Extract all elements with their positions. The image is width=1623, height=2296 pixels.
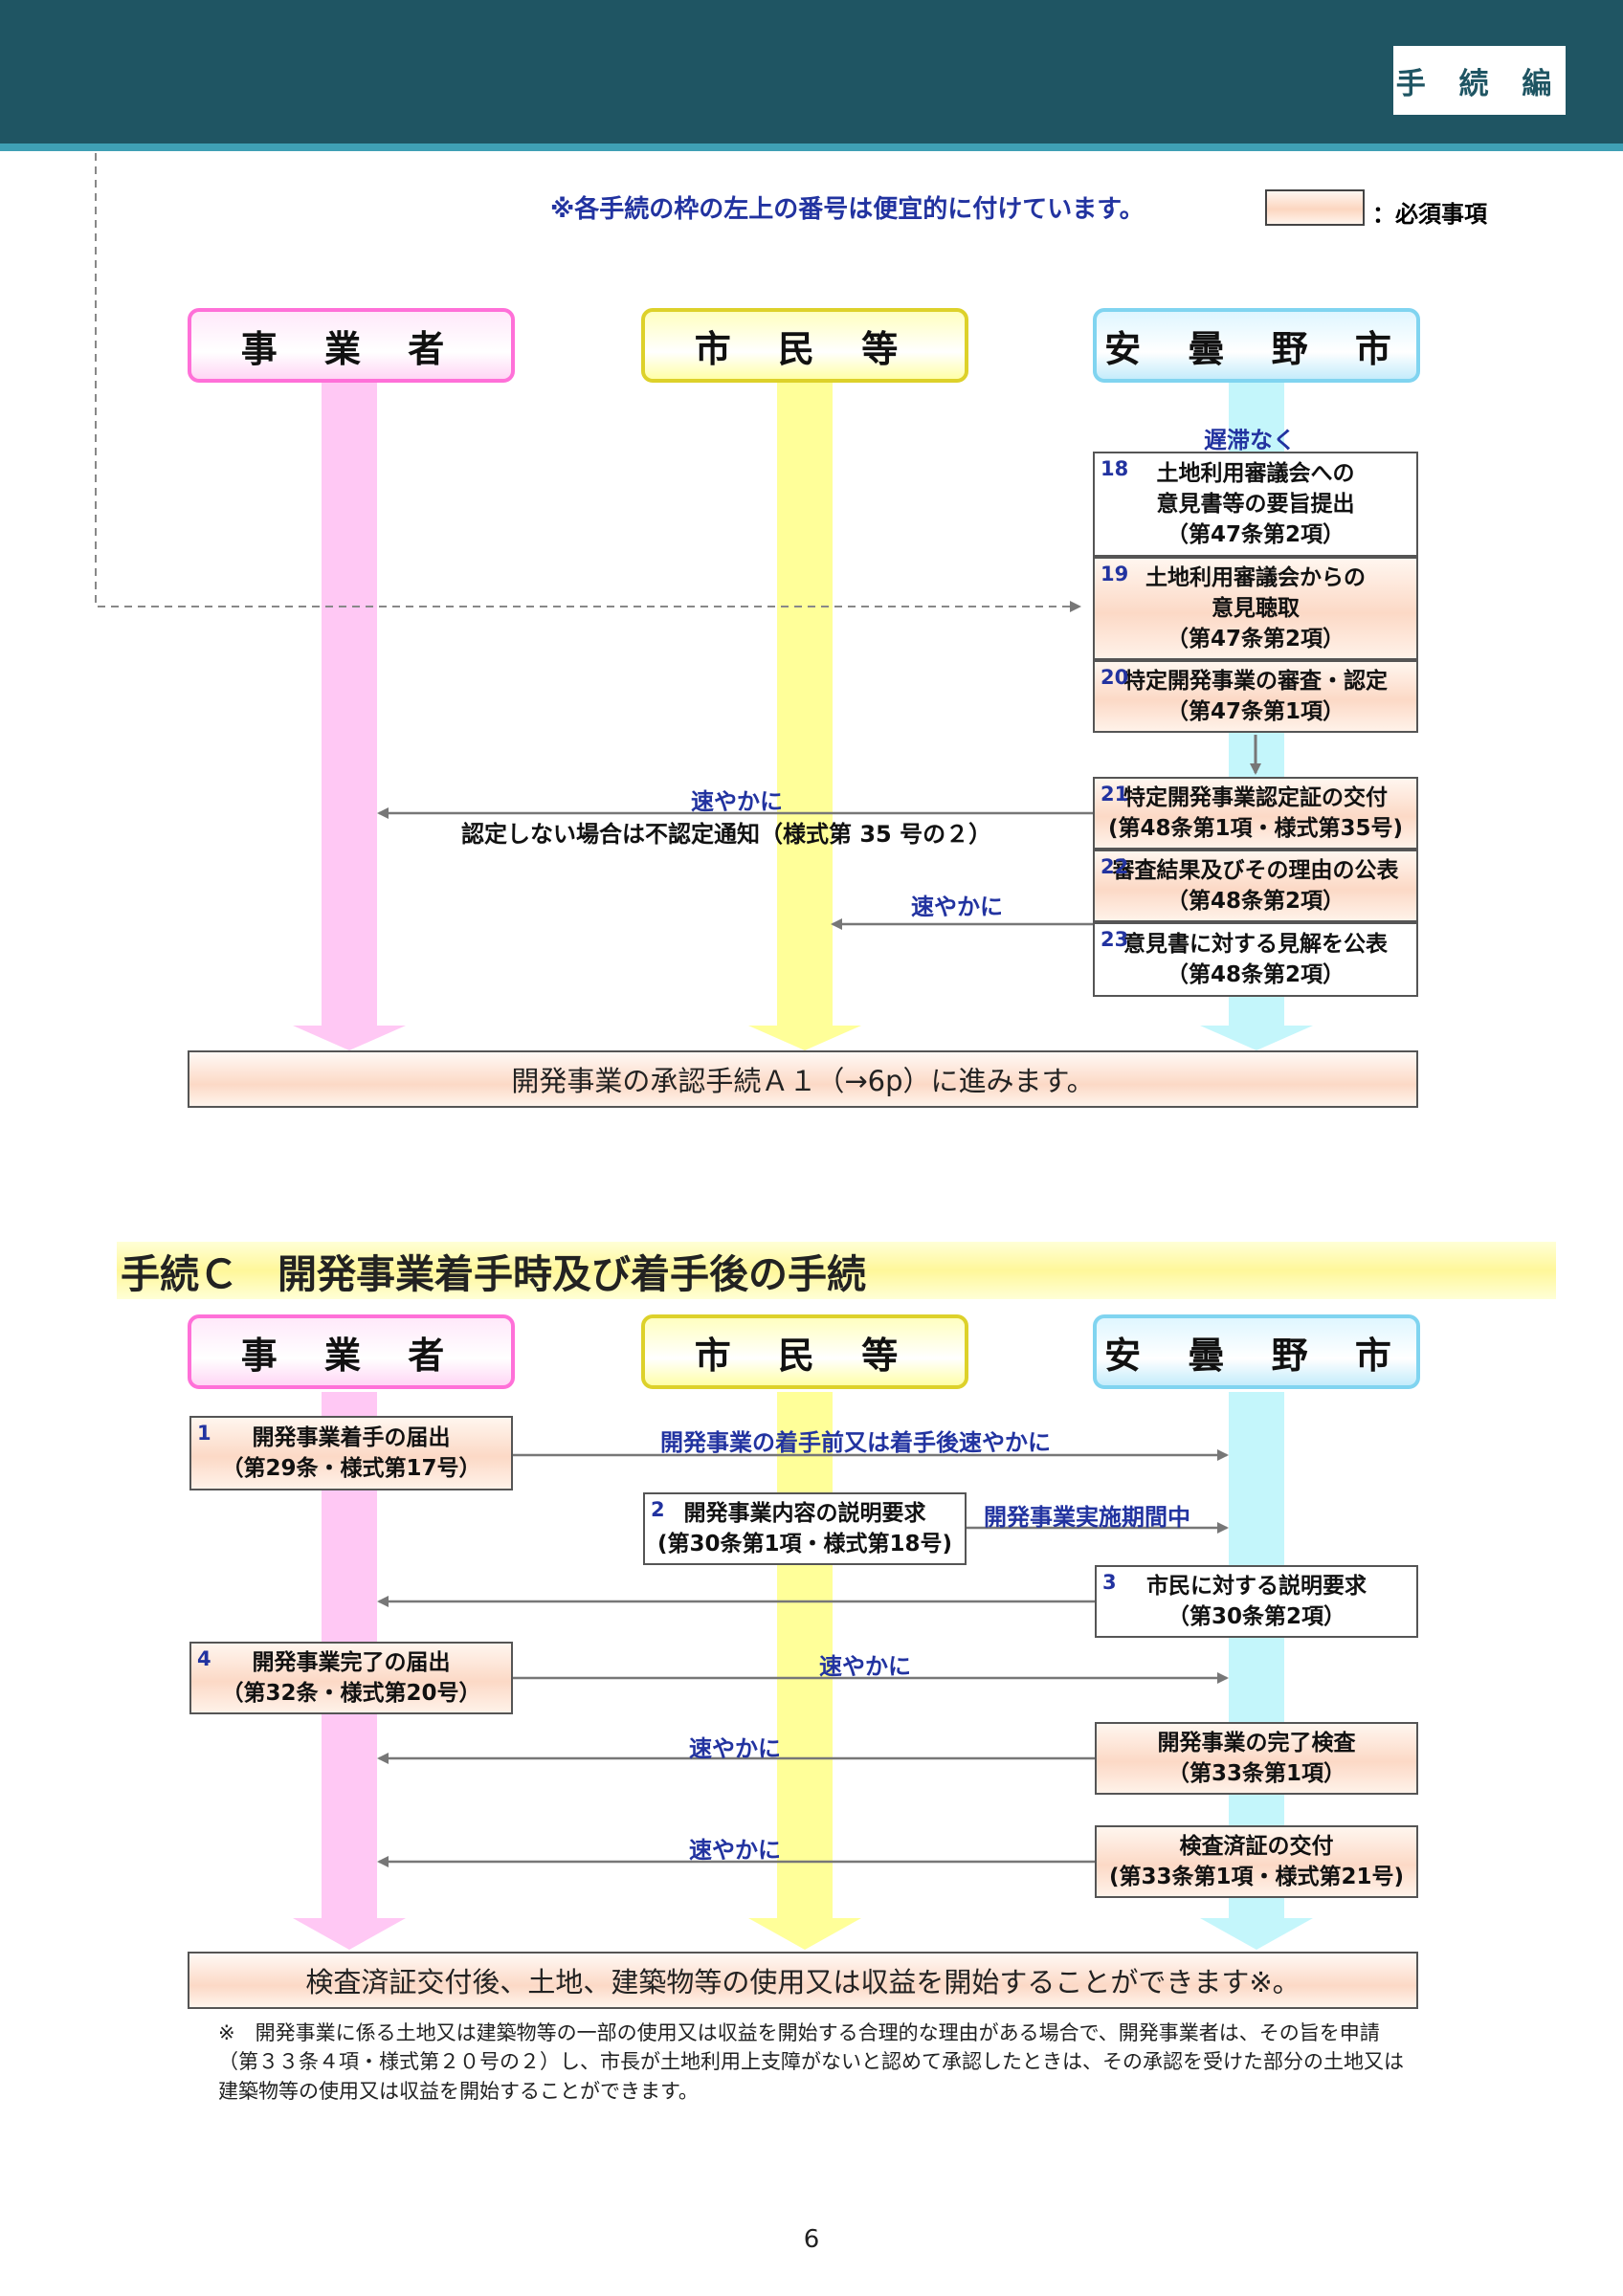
step-number: 21	[1101, 783, 1129, 806]
step-box-20: 20 特定開発事業の審査・認定 （第47条第1項）	[1093, 660, 1418, 733]
step-line: （第47条第1項）	[1166, 699, 1345, 724]
label-promptly-2: 速やかに	[911, 894, 1003, 920]
step-line: （第29条・様式第17号）	[221, 1456, 481, 1481]
label-before-after-start: 開発事業の着手前又は着手後速やかに	[660, 1429, 1051, 1456]
numbering-note: ※各手続の枠の左上の番号は便宜的に付けています。	[550, 195, 1145, 224]
step-line: （第33条第1項）	[1167, 1761, 1345, 1786]
step-number: 19	[1101, 563, 1129, 585]
step-number: 1	[197, 1422, 211, 1445]
step-box-c2: 2 開発事業内容の説明要求 (第30条第1項・様式第18号)	[643, 1492, 967, 1565]
step-number: 22	[1101, 855, 1129, 878]
step-number: 20	[1101, 666, 1129, 689]
role-header-operator-c: 事 業 者	[188, 1314, 515, 1389]
step-box-18: 18 土地利用審議会への 意見書等の要旨提出 （第47条第2項）	[1093, 452, 1418, 557]
dashed-connector-arrow	[95, 153, 1081, 612]
role-header-operator: 事 業 者	[188, 308, 515, 383]
step-line: 開発事業完了の届出	[252, 1649, 451, 1675]
header-bar	[0, 0, 1623, 144]
step-line: 意見書等の要旨提出	[1156, 491, 1355, 517]
step-number: 23	[1101, 928, 1129, 951]
step-box-c3: 3 市民に対する説明要求 （第30条第2項）	[1095, 1565, 1418, 1638]
step-line: 意見書に対する見解を公表	[1123, 931, 1388, 957]
step-line: (第33条第1項・様式第21号)	[1108, 1865, 1405, 1889]
step-number: 18	[1101, 457, 1129, 480]
section-c-title: 手続Ｃ 開発事業着手時及び着手後の手続	[117, 1242, 1556, 1299]
step-box-23: 23 意見書に対する見解を公表 （第48条第2項）	[1093, 922, 1418, 997]
header-accent-line	[0, 144, 1623, 151]
footnote: ※ 開発事業に係る土地又は建築物等の一部の使用又は収益を開始する合理的な理由があ…	[218, 2021, 1404, 2103]
upper-lane-operator	[322, 383, 377, 1026]
step-line: 検査済証の交付	[1179, 1833, 1334, 1859]
step-number: 2	[651, 1498, 665, 1521]
label-during-implementation: 開発事業実施期間中	[984, 1504, 1190, 1531]
step-line: 審査結果及びその理由の公表	[1112, 857, 1399, 883]
step-box-completion-inspection: 開発事業の完了検査 （第33条第1項）	[1095, 1722, 1418, 1795]
label-promptly-b: 速やかに	[689, 1735, 781, 1762]
step-line: (第30条第1項・様式第18号)	[656, 1532, 953, 1556]
step-line: 開発事業着手の届出	[252, 1424, 451, 1450]
role-header-city: 安 曇 野 市	[1093, 308, 1420, 383]
label-nonapproval-notice: 認定しない場合は不認定通知（様式第 35 号の２）	[461, 821, 992, 848]
step-box-c4: 4 開発事業完了の届出 （第32条・様式第20号）	[189, 1642, 513, 1714]
page-number: 6	[803, 2225, 820, 2254]
step-line: （第32条・様式第20号）	[221, 1681, 481, 1706]
role-header-city-c: 安 曇 野 市	[1093, 1314, 1420, 1389]
step-line: 開発事業内容の説明要求	[683, 1500, 926, 1526]
role-header-citizens: 市 民 等	[641, 308, 968, 383]
step-number: 3	[1102, 1571, 1117, 1594]
section-badge: 手 続 編	[1393, 46, 1566, 115]
step-line: （第48条第2項）	[1166, 962, 1345, 987]
step-line: 土地利用審議会からの	[1145, 564, 1366, 590]
step-line: 開発事業の完了検査	[1157, 1730, 1356, 1755]
label-promptly-a: 速やかに	[819, 1653, 911, 1680]
step-box-c1: 1 開発事業着手の届出 （第29条・様式第17号）	[189, 1416, 513, 1490]
step-box-inspection-certificate: 検査済証の交付 (第33条第1項・様式第21号)	[1095, 1825, 1418, 1898]
upper-result-bar: 開発事業の承認手続Ａ１（→6p）に進みます。	[188, 1050, 1418, 1108]
upper-lane-citizens	[777, 383, 833, 1026]
lower-lane-citizens	[777, 1392, 833, 1918]
label-promptly-1: 速やかに	[691, 788, 783, 815]
step-line: （第30条第2項）	[1167, 1604, 1345, 1629]
step-line: （第47条第2項）	[1166, 627, 1345, 652]
label-without-delay: 遅滞なく	[1204, 427, 1296, 453]
step-line: 土地利用審議会への	[1156, 460, 1355, 486]
step-line: 市民に対する説明要求	[1146, 1573, 1367, 1599]
step-box-21: 21 特定開発事業認定証の交付 (第48条第1項・様式第35号)	[1093, 777, 1418, 850]
legend-label-required: ：必須事項	[1372, 201, 1487, 228]
step-line: （第48条第2項）	[1166, 889, 1345, 914]
step-line: 特定開発事業認定証の交付	[1123, 784, 1388, 810]
step-line: （第47条第2項）	[1166, 522, 1345, 548]
step-line: (第48条第1項・様式第35号)	[1107, 816, 1404, 841]
label-promptly-c: 速やかに	[689, 1837, 781, 1864]
role-header-citizens-c: 市 民 等	[641, 1314, 968, 1389]
lower-result-bar: 検査済証交付後、土地、建築物等の使用又は収益を開始することができます※。	[188, 1952, 1418, 2009]
step-line: 特定開発事業の審査・認定	[1123, 668, 1388, 694]
step-box-22: 22 審査結果及びその理由の公表 （第48条第2項）	[1093, 850, 1418, 922]
step-box-19: 19 土地利用審議会からの 意見聴取 （第47条第2項）	[1093, 557, 1418, 660]
legend-swatch-required	[1265, 189, 1365, 226]
step-line: 意見聴取	[1212, 595, 1300, 621]
step-number: 4	[197, 1647, 211, 1670]
